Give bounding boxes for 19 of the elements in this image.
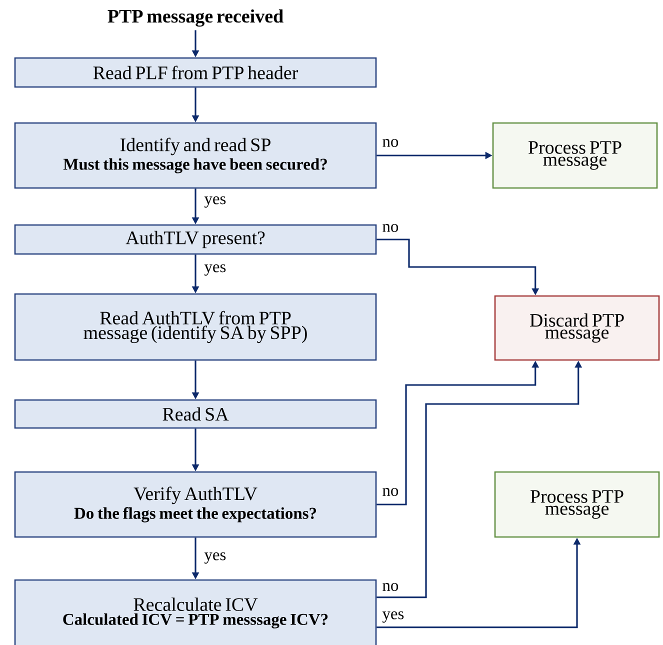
edge-label: no: [381, 582, 400, 592]
process-box: Read AuthTLV from PTP message (identify SA by SPP): [14, 293, 377, 361]
result-box: Discard PTP message: [494, 295, 660, 361]
process-box: Identify and read SP Must this message have been secured?: [14, 122, 377, 189]
start-text: PTP message received: [108, 9, 284, 27]
edge-label: yes: [203, 551, 228, 565]
edge-label: no: [381, 487, 400, 497]
process-box: Recalculate ICV Calculated ICV = PTP messsage ICV?: [14, 579, 377, 645]
edge-label: yes: [203, 195, 228, 209]
result-box: Process PTP message: [494, 471, 660, 538]
process-box: Read SA: [14, 399, 377, 429]
process-box: Read PLF from PTP header: [14, 57, 377, 88]
edge-label: no: [381, 223, 400, 233]
edge-label: yes: [203, 263, 228, 277]
edge-label: yes: [381, 610, 406, 624]
result-box: Process PTP message: [492, 122, 658, 189]
process-box: AuthTLV present?: [14, 224, 377, 255]
process-box: Verify AuthTLV Do the flags meet the expectations?: [14, 471, 377, 538]
edge-label: no: [381, 138, 400, 148]
